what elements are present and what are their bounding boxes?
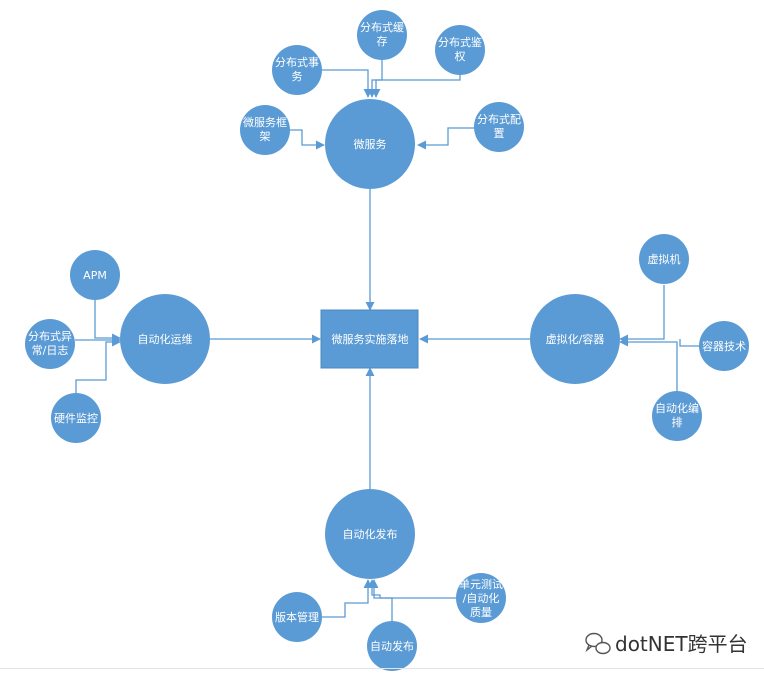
- center-node: 微服务实施落地: [320, 309, 419, 369]
- edge-apm-to-left-hub: [94, 299, 121, 343]
- satellite-apm-label: APM: [83, 269, 107, 282]
- satellite-container-tech: 容器技术: [699, 321, 749, 371]
- edge-config-to-top-hub: [417, 127, 475, 150]
- center-node-label: 微服务实施落地: [332, 332, 409, 346]
- edge-cache-to-top-hub: [367, 60, 383, 98]
- hub-top-label: 微服务: [354, 137, 387, 151]
- edge-publish-to-bottom-hub: [369, 579, 393, 622]
- connectors: [75, 60, 700, 622]
- edge-unittest-to-bottom-hub: [367, 579, 456, 599]
- edge-version-to-bottom-hub: [322, 579, 373, 618]
- edge-transaction-to-top-hub: [322, 69, 373, 98]
- satellite-transaction-line1: 分布式事: [275, 56, 319, 69]
- satellite-unittest-line1: 单元测试: [459, 578, 503, 591]
- satellite-unit-test: 单元测试 /自动化 质量: [456, 573, 506, 623]
- wechat-icon: [585, 632, 611, 655]
- satellite-version-mgmt: 版本管理: [272, 592, 322, 642]
- satellite-orchestration-line2: 排: [672, 415, 683, 429]
- satellite-framework: 微服务框 架: [240, 105, 290, 155]
- hub-node-top: 微服务: [325, 99, 415, 189]
- satellite-orchestration-line1: 自动化编: [655, 401, 699, 415]
- satellite-hardware-monitor: 硬件监控: [51, 393, 101, 443]
- satellite-unittest-line3: 质量: [470, 606, 492, 619]
- satellite-config-line1: 分布式配: [477, 113, 521, 126]
- hub-node-bottom: 自动化发布: [325, 489, 415, 579]
- satellite-auto-publish: 自动发布: [367, 621, 417, 671]
- edge-hardware-to-left-hub: [75, 337, 121, 393]
- edge-framework-to-top-hub: [290, 129, 325, 150]
- satellite-framework-line1: 微服务框: [243, 115, 287, 129]
- satellite-exception-log: 分布式异 常/日志: [25, 319, 75, 369]
- edge-vm-to-right-hub: [619, 285, 665, 344]
- satellite-orchestration: 自动化编 排: [652, 391, 702, 441]
- satellite-framework-line2: 架: [260, 130, 271, 143]
- satellite-publish-label: 自动发布: [370, 639, 414, 653]
- satellite-auth-line1: 分布式鉴: [438, 36, 482, 49]
- satellite-apm: APM: [70, 250, 120, 300]
- satellite-config: 分布式配 置: [474, 102, 524, 152]
- watermark-text: dotNET跨平台: [615, 632, 748, 656]
- satellite-transaction: 分布式事 务: [272, 45, 322, 95]
- satellite-auth-line2: 权: [455, 50, 466, 63]
- edge-auth-to-top-hub: [371, 70, 461, 98]
- satellite-exception-line2: 常/日志: [32, 344, 69, 357]
- hub-left-label: 自动化运维: [138, 332, 193, 346]
- satellite-cache: 分布式缓 存: [357, 10, 407, 60]
- satellite-cache-line2: 存: [377, 34, 388, 48]
- hub-node-left: 自动化运维: [120, 294, 210, 384]
- hub-node-right: 虚拟化/容器: [530, 294, 620, 384]
- satellite-exception-line1: 分布式异: [28, 330, 72, 343]
- watermark: dotNET跨平台: [585, 632, 748, 656]
- bottom-divider: [0, 668, 764, 669]
- edge-container-to-right-hub: [679, 339, 700, 347]
- satellite-auth: 分布式鉴 权: [435, 25, 485, 75]
- satellite-transaction-line2: 务: [292, 70, 303, 83]
- satellite-container-label: 容器技术: [702, 339, 746, 353]
- satellite-vm-label: 虚拟机: [648, 252, 681, 266]
- satellite-unittest-line2: /自动化: [463, 591, 500, 605]
- hub-right-label: 虚拟化/容器: [546, 332, 605, 346]
- edge-orchestration-to-right-hub: [619, 337, 678, 392]
- satellite-cache-line1: 分布式缓: [360, 21, 404, 34]
- hub-bottom-label: 自动化发布: [343, 527, 398, 541]
- satellite-hardware-label: 硬件监控: [54, 411, 98, 425]
- satellite-config-line2: 置: [494, 127, 505, 140]
- satellite-vm: 虚拟机: [639, 234, 689, 284]
- satellite-version-label: 版本管理: [275, 610, 319, 624]
